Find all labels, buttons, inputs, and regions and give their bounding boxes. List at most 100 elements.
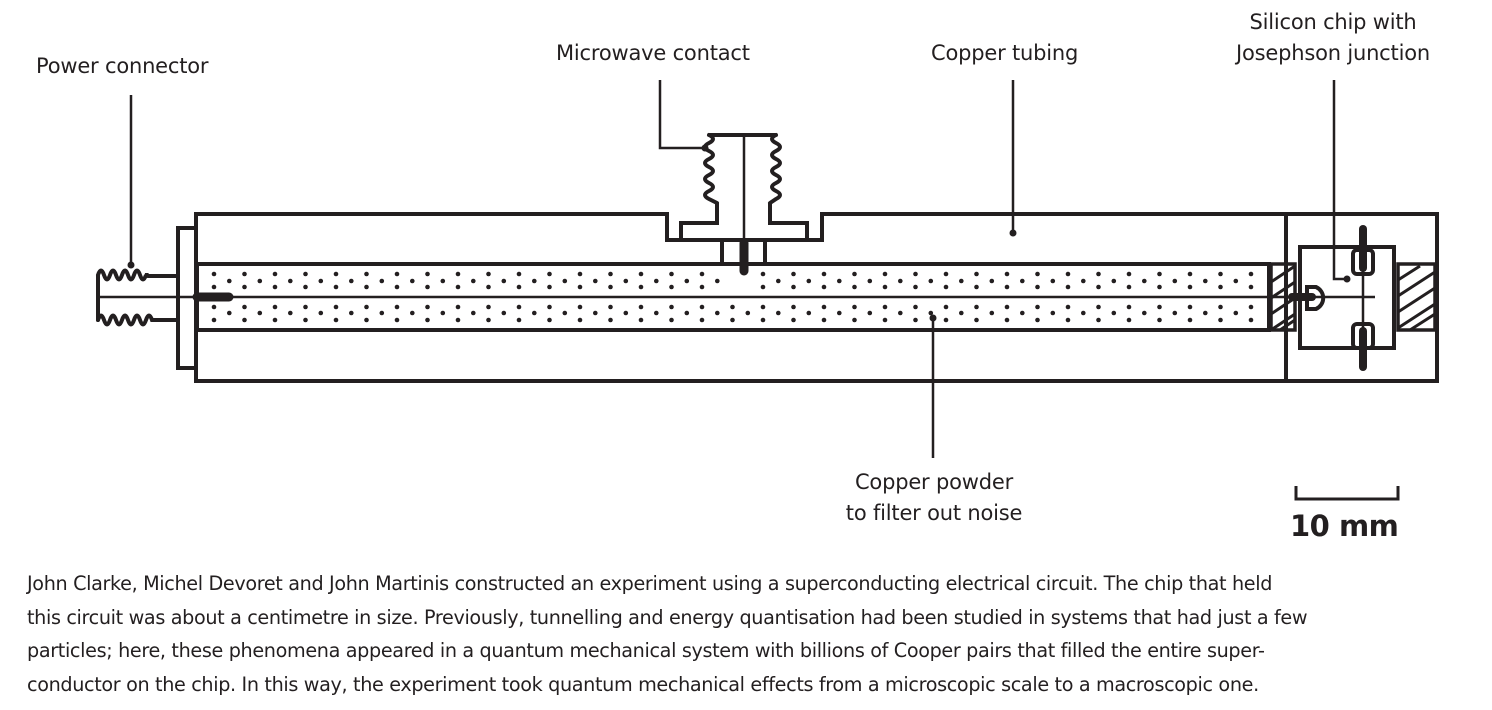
- label-line: Copper tubing: [931, 41, 1079, 65]
- power-connector-dot: [127, 261, 135, 269]
- powder-dot: [364, 304, 369, 310]
- powder-dot: [882, 271, 888, 277]
- label-line: Josephson junction: [1236, 41, 1430, 65]
- powder-dot: [699, 304, 705, 310]
- powder-dot: [394, 304, 400, 310]
- powder-dot: [1096, 284, 1101, 290]
- powder-dot: [791, 304, 796, 310]
- powder-dot: [699, 271, 705, 277]
- powder-dot: [730, 317, 735, 323]
- powder-dot: [867, 278, 873, 284]
- powder-dot: [379, 310, 385, 316]
- powder-dot: [715, 310, 720, 316]
- powder-dot: [928, 278, 934, 284]
- powder-dot: [501, 278, 507, 284]
- figure-caption: John Clarke, Michel Devoret and John Mar…: [27, 567, 1477, 701]
- powder-dot: [760, 271, 766, 277]
- label-copper-powder: Copper powder to filter out noise: [832, 467, 1036, 529]
- microwave-contact-dot: [701, 144, 709, 152]
- powder-dot: [1096, 304, 1101, 310]
- powder-dot: [684, 310, 690, 316]
- powder-dot: [1111, 310, 1117, 316]
- powder-dot: [440, 278, 446, 284]
- powder-dot: [974, 284, 979, 290]
- label-copper-tubing: Copper tubing: [931, 38, 1078, 69]
- powder-dot: [425, 284, 430, 290]
- powder-dot: [318, 278, 324, 284]
- powder-dot: [638, 271, 644, 277]
- powder-dot: [272, 284, 278, 290]
- powder-dot: [547, 271, 552, 277]
- powder-dot: [943, 304, 949, 310]
- powder-dot: [303, 271, 308, 277]
- powder-dot: [547, 284, 552, 290]
- powder-dot: [364, 271, 369, 277]
- powder-dot: [1157, 304, 1162, 310]
- powder-dot: [699, 284, 705, 290]
- powder-dot: [1035, 304, 1040, 310]
- powder-dot: [471, 278, 476, 284]
- powder-dot: [943, 271, 949, 277]
- microwave-housing: [679, 203, 809, 240]
- copper-powder-dots: [211, 271, 1254, 323]
- powder-dot: [288, 310, 293, 316]
- label-line: Power connector: [36, 54, 209, 78]
- powder-dot: [516, 271, 522, 277]
- powder-dot: [821, 317, 827, 323]
- powder-dot: [1157, 317, 1162, 323]
- powder-dot: [1050, 278, 1056, 284]
- powder-dot: [272, 317, 278, 323]
- label-line: Microwave contact: [556, 41, 750, 65]
- powder-dot: [593, 278, 598, 284]
- powder-dot: [1248, 304, 1254, 310]
- powder-dot: [1157, 284, 1162, 290]
- powder-dot: [486, 317, 491, 323]
- powder-dot: [455, 304, 461, 310]
- powder-dot: [1035, 317, 1040, 323]
- powder-dot: [1020, 310, 1025, 316]
- powder-dot: [1004, 317, 1010, 323]
- powder-dot: [1126, 284, 1132, 290]
- powder-dot: [882, 304, 888, 310]
- powder-dot: [638, 317, 644, 323]
- powder-dot: [669, 271, 674, 277]
- powder-dot: [516, 284, 522, 290]
- powder-dot: [928, 310, 934, 316]
- powder-dot: [638, 304, 644, 310]
- caption-line: conductor on the chip. In this way, the …: [27, 672, 1259, 696]
- powder-dot: [837, 278, 842, 284]
- powder-dot: [364, 317, 369, 323]
- powder-dot: [852, 317, 857, 323]
- powder-dot: [1065, 271, 1071, 277]
- powder-dot: [242, 284, 247, 290]
- silicon-chip-dot: [1343, 275, 1351, 283]
- powder-dot: [1126, 304, 1132, 310]
- powder-dot: [959, 278, 964, 284]
- powder-dot: [821, 271, 827, 277]
- powder-dot: [1203, 310, 1208, 316]
- powder-dot: [913, 284, 918, 290]
- powder-dot: [516, 304, 522, 310]
- powder-dot: [669, 304, 674, 310]
- powder-dot: [623, 278, 629, 284]
- powder-dot: [1142, 310, 1147, 316]
- powder-dot: [577, 284, 583, 290]
- powder-dot: [211, 271, 217, 277]
- powder-dot: [852, 284, 857, 290]
- powder-dot: [1004, 271, 1010, 277]
- scale-bar: [1294, 486, 1400, 501]
- powder-dot: [257, 310, 263, 316]
- powder-dot: [791, 284, 796, 290]
- powder-dot: [547, 317, 552, 323]
- powder-dot: [532, 310, 537, 316]
- powder-dot: [760, 304, 766, 310]
- powder-dot: [333, 284, 339, 290]
- label-power-connector: Power connector: [36, 51, 209, 82]
- powder-dot: [257, 278, 263, 284]
- powder-dot: [1065, 317, 1071, 323]
- powder-dot: [501, 310, 507, 316]
- powder-dot: [272, 271, 278, 277]
- powder-dot: [1004, 304, 1010, 310]
- powder-dot: [1248, 284, 1254, 290]
- powder-dot: [669, 284, 674, 290]
